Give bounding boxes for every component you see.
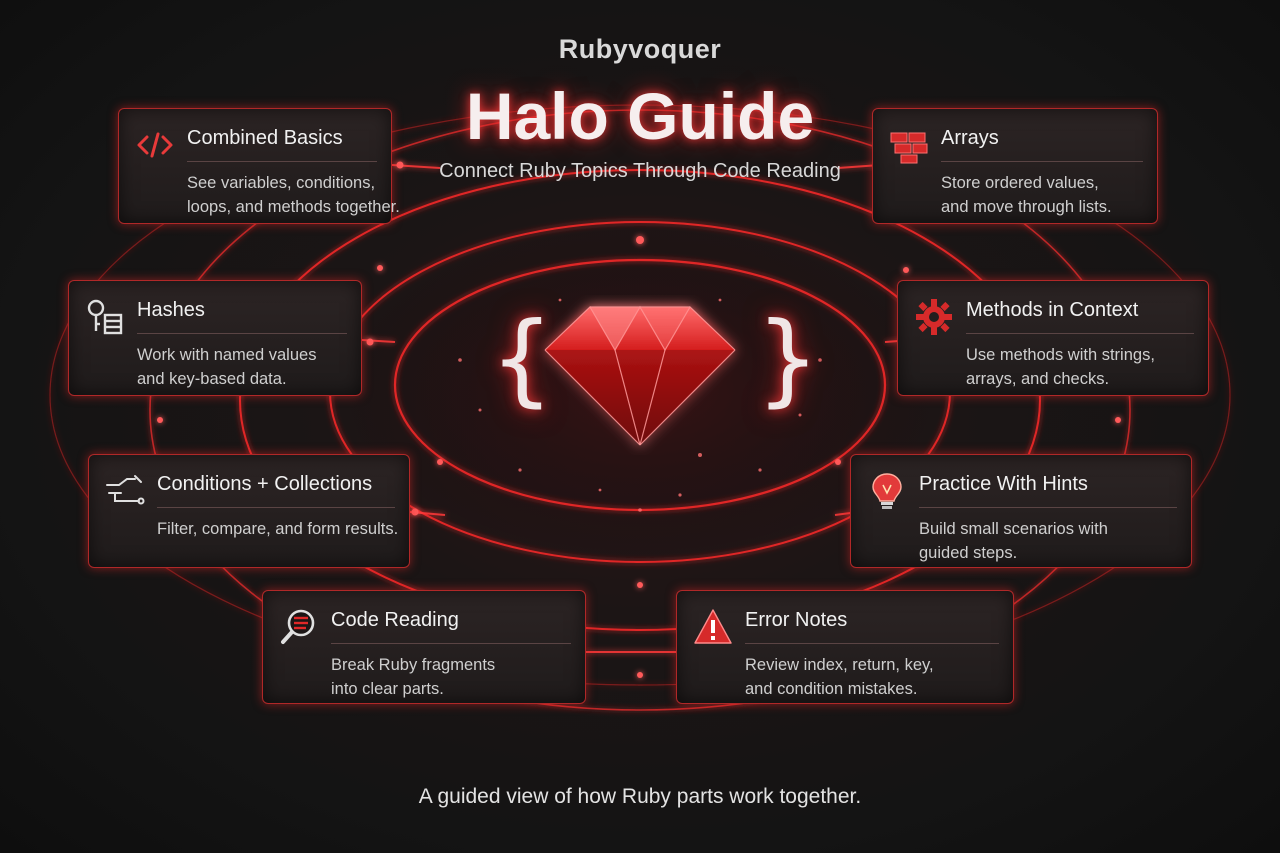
magnifier-icon — [277, 605, 321, 649]
card-divider — [157, 507, 395, 508]
card-combined-basics[interactable]: Combined Basics See variables, condition… — [118, 108, 400, 224]
card-methods-in-context[interactable]: Methods in Context Use methods with stri… — [897, 280, 1209, 396]
brand-name: Rubyvoquer — [558, 34, 722, 64]
code-brackets-icon — [133, 123, 177, 167]
card-title: Code Reading — [331, 609, 459, 631]
ruby-gem-icon — [544, 305, 736, 446]
card-divider — [137, 333, 347, 334]
card-error-notes[interactable]: Error Notes Review index, return, key,an… — [676, 590, 1014, 704]
card-title: Hashes — [137, 299, 205, 321]
left-brace: { — [490, 300, 554, 417]
lightbulb-icon — [865, 469, 909, 513]
card-conditions-collections[interactable]: Conditions + Collections Filter, compare… — [88, 454, 410, 568]
card-title: Methods in Context — [966, 299, 1139, 321]
right-brace: } — [756, 300, 820, 417]
page-subtitle: Connect Ruby Topics Through Code Reading — [439, 160, 841, 182]
card-divider — [745, 643, 999, 644]
card-description: See variables, conditions,loops, and met… — [187, 174, 400, 216]
card-arrays[interactable]: Arrays Store ordered values,and move thr… — [872, 108, 1158, 224]
card-title: Practice With Hints — [919, 473, 1088, 495]
card-title: Error Notes — [745, 609, 848, 631]
card-practice-with-hints[interactable]: Practice With Hints Build small scenario… — [850, 454, 1192, 568]
warning-icon — [691, 605, 735, 649]
page-title: Halo Guide — [465, 79, 815, 153]
branch-flow-icon — [103, 469, 147, 513]
card-title: Conditions + Collections — [157, 473, 373, 495]
card-description: Store ordered values,and move through li… — [941, 174, 1112, 216]
card-divider — [919, 507, 1177, 508]
card-divider — [941, 161, 1143, 162]
card-description: Use methods with strings,arrays, and che… — [966, 346, 1155, 388]
card-divider — [966, 333, 1194, 334]
card-description: Filter, compare, and form results. — [157, 520, 399, 538]
key-table-icon — [83, 295, 127, 339]
stacked-blocks-icon — [887, 123, 931, 167]
card-description: Review index, return, key,and condition … — [745, 656, 934, 698]
gear-icon — [912, 295, 956, 339]
card-title: Combined Basics — [187, 127, 343, 149]
footer-tagline: A guided view of how Ruby parts work tog… — [418, 785, 862, 808]
card-divider — [187, 161, 377, 162]
card-divider — [331, 643, 571, 644]
card-title: Arrays — [941, 127, 999, 149]
